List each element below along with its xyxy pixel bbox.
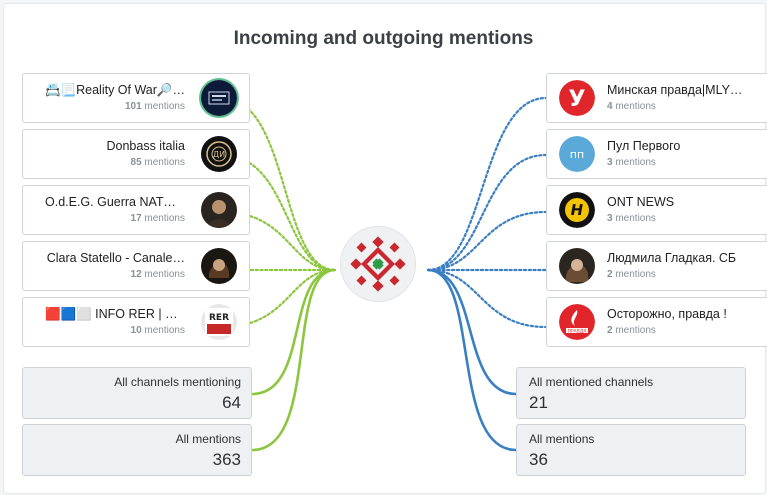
svg-text:ДИ: ДИ: [213, 150, 225, 159]
incoming-channel-card[interactable]: Donbass italia 85 mentions ДИ: [22, 129, 250, 179]
mention-count: 2 mentions: [607, 325, 656, 336]
stat-value: 21: [529, 393, 548, 412]
channel-name: ONT NEWS: [607, 195, 675, 209]
stat-value: 363: [212, 450, 241, 469]
channel-name: Clara Statello - Canale…: [46, 251, 185, 265]
channel-name: Людмила Гладкая. СБ: [607, 251, 737, 265]
incoming-channel-card[interactable]: O.d.E.G. Guerra NATO… 17 mentions: [22, 185, 250, 235]
channel-name: Donbass italia: [106, 139, 185, 153]
center-channel-avatar[interactable]: [340, 226, 416, 302]
clara-statello-avatar: [201, 248, 237, 284]
reality-of-war-avatar: [201, 80, 237, 116]
mention-count: 101 mentions: [124, 101, 185, 112]
pul-pervogo-avatar: пп: [559, 136, 595, 172]
ostorozhno-pravda-avatar: ПРАВДА: [559, 304, 595, 340]
minskaya-pravda-avatar: У: [559, 80, 595, 116]
belarusian-ornament-icon: [350, 236, 406, 292]
outgoing-all-mentions-stat[interactable]: All mentions 36: [516, 424, 746, 476]
stat-label: All mentions: [529, 432, 595, 446]
link-outgoing-5: [426, 268, 548, 329]
link-outgoing-all-mentions: [427, 268, 517, 452]
mention-count: 85 mentions: [130, 157, 185, 168]
mention-count: 12 mentions: [130, 269, 185, 280]
all-channels-mentioning-stat[interactable]: All channels mentioning 64: [22, 367, 252, 419]
mention-count: 4 mentions: [607, 101, 656, 112]
stat-value: 36: [529, 450, 548, 469]
incoming-channel-card[interactable]: 📇📃Reality Of War🔎📖 101 mentions: [22, 73, 250, 123]
channel-name: Осторожно, правда !: [607, 307, 727, 321]
svg-text:H: H: [569, 201, 585, 219]
svg-text:У: У: [569, 87, 586, 112]
incoming-channel-card[interactable]: Clara Statello - Canale… 12 mentions: [22, 241, 250, 291]
link-incoming-all-channels: [251, 268, 336, 396]
ont-news-avatar: H: [559, 192, 595, 228]
channel-name: Минская правда|MLY…: [607, 83, 743, 97]
incoming-all-mentions-stat[interactable]: All mentions 363: [22, 424, 252, 476]
link-outgoing-1: [426, 96, 548, 272]
svg-text:RER: RER: [209, 313, 229, 323]
svg-text:ПРАВДА: ПРАВДА: [568, 328, 588, 334]
outgoing-channel-card[interactable]: У Минская правда|MLY… 4 mentions: [546, 73, 767, 123]
channel-name: O.d.E.G. Guerra NATO…: [45, 195, 185, 209]
info-rer-avatar: RER: [201, 304, 237, 340]
stat-label: All mentioned channels: [529, 375, 654, 389]
mention-count: 10 mentions: [130, 325, 185, 336]
channel-name: Пул Первого: [607, 139, 681, 153]
outgoing-channel-card[interactable]: пп Пул Первого 3 mentions: [546, 129, 767, 179]
mention-count: 17 mentions: [130, 213, 185, 224]
channel-name: 📇📃Reality Of War🔎📖: [45, 83, 185, 97]
stat-label: All channels mentioning: [114, 375, 241, 389]
svg-text:пп: пп: [570, 148, 584, 161]
mention-count: 2 mentions: [607, 269, 656, 280]
mention-count: 3 mentions: [607, 213, 656, 224]
incoming-channel-card[interactable]: 🟥🟦⬜ INFO RER | Ru… 10 mentions RER: [22, 297, 250, 347]
link-outgoing-2: [426, 153, 548, 272]
outgoing-channel-card[interactable]: H ONT NEWS 3 mentions: [546, 185, 767, 235]
odeg-avatar: [201, 192, 237, 228]
mention-count: 3 mentions: [607, 157, 656, 168]
stat-value: 64: [222, 393, 241, 412]
page-title: Incoming and outgoing mentions: [233, 28, 534, 49]
link-incoming-all-mentions: [251, 268, 336, 452]
donbass-italia-avatar: ДИ: [201, 136, 237, 172]
outgoing-channel-card[interactable]: ПРАВДА Осторожно, правда ! 2 mentions: [546, 297, 767, 347]
link-outgoing-all-channels: [427, 268, 517, 396]
stat-label: All mentions: [175, 432, 241, 446]
channel-name: 🟥🟦⬜ INFO RER | Ru…: [45, 307, 185, 321]
link-outgoing-3: [426, 210, 548, 272]
outgoing-channel-card[interactable]: Людмила Гладкая. СБ 2 mentions: [546, 241, 767, 291]
all-mentioned-channels-stat[interactable]: All mentioned channels 21: [516, 367, 746, 419]
lyudmila-gladkaya-avatar: [559, 248, 595, 284]
